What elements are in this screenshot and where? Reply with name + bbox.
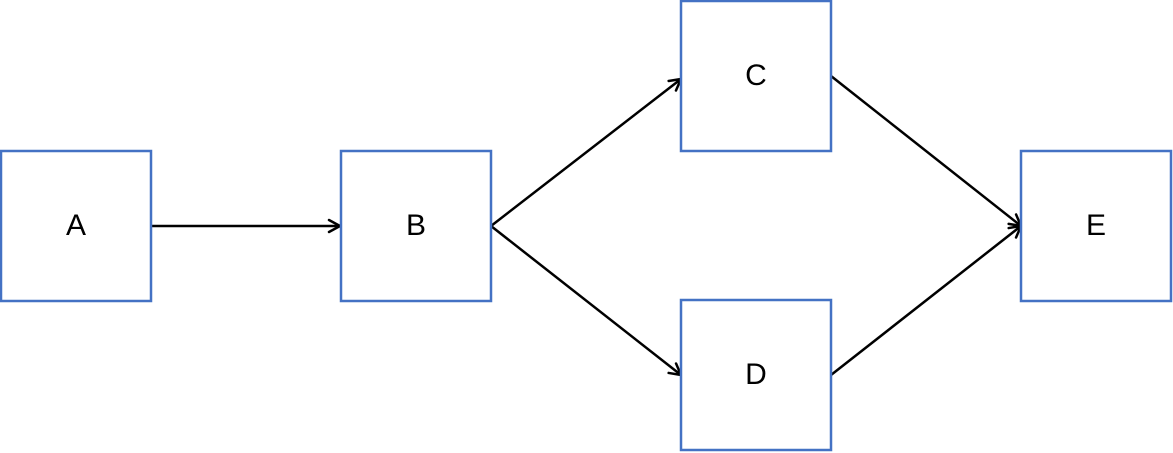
node-a: A <box>0 149 153 303</box>
node-d: D <box>679 298 833 452</box>
node-box-b <box>339 149 493 303</box>
node-box-d <box>679 298 833 452</box>
edge-d-to-e <box>830 224 1024 376</box>
node-box-a <box>0 149 153 303</box>
node-label-b: B <box>406 209 426 242</box>
edge-c-to-e <box>830 75 1024 228</box>
node-label-a: A <box>66 209 86 242</box>
node-label-c: C <box>745 59 767 92</box>
node-box-e <box>1019 149 1173 303</box>
edge-b-to-d <box>490 225 684 377</box>
edges-layer <box>151 75 1024 377</box>
edge-b-to-c <box>490 77 684 227</box>
node-label-d: D <box>745 358 767 391</box>
node-label-e: E <box>1086 209 1106 242</box>
node-box-c <box>679 0 833 153</box>
node-b: B <box>339 149 493 303</box>
node-c: C <box>679 0 833 153</box>
node-e: E <box>1019 149 1173 303</box>
